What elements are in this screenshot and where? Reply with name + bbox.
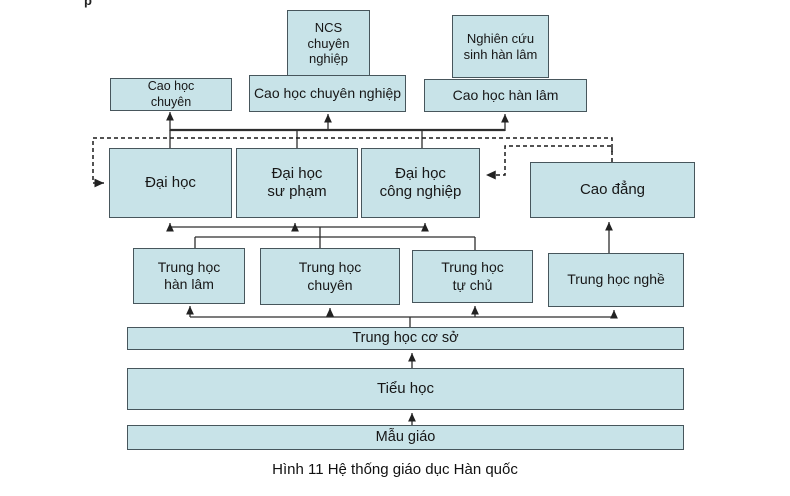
box-dai-hoc-su-pham: Đại học sư phạm: [236, 148, 358, 218]
box-trung-hoc-han-lam: Trung học hàn lâm: [133, 248, 245, 304]
box-label: Cao học chuyên: [147, 79, 195, 109]
box-label: NCS chuyên nghiệp: [307, 19, 350, 67]
box-nghien-cuu-sinh-han-lam: Nghiên cứu sinh hàn lâm: [452, 15, 549, 78]
box-trung-hoc-tu-chu: Trung học tự chủ: [412, 250, 533, 303]
box-label: Cao học chuyên nghiệp: [253, 84, 402, 101]
box-label: Trung học cơ sở: [352, 329, 459, 346]
box-dai-hoc-cong-nghiep: Đại học công nghiệp: [361, 148, 480, 218]
box-label: Trung học hàn lâm: [157, 258, 221, 292]
box-tieu-hoc: Tiểu học: [127, 368, 684, 410]
box-label: Nghiên cứu sinh hàn lâm: [463, 30, 538, 62]
box-label: Cao học hàn lâm: [452, 86, 559, 103]
box-label: Cao đẳng: [579, 180, 646, 198]
box-cao-hoc-chuyen-nghiep: Cao học chuyên nghiệp: [249, 75, 406, 112]
box-dai-hoc: Đại học: [109, 148, 232, 218]
box-label: Trung học tự chủ: [441, 259, 504, 293]
box-label: Đại học công nghiệp: [379, 164, 462, 200]
box-trung-hoc-chuyen: Trung học chuyên: [260, 248, 400, 305]
box-label: Đại học: [145, 173, 196, 191]
box-cao-hoc-han-lam: Cao học hàn lâm: [424, 79, 587, 112]
figure-caption: Hình 11 Hệ thống giáo dục Hàn quốc: [272, 461, 518, 478]
box-cao-hoc-chuyen: Cao học chuyên: [110, 78, 232, 111]
box-label: Mẫu giáo: [375, 428, 436, 445]
box-label: Trung học nghề: [567, 271, 665, 288]
box-label: Trung học chuyên: [298, 259, 362, 293]
box-ncs-chuyen-nghiep: NCS chuyên nghiệp: [287, 10, 370, 77]
box-label: Tiểu học: [377, 379, 434, 397]
box-mau-giao: Mẫu giáo: [127, 425, 684, 450]
box-trung-hoc-nghe: Trung học nghề: [548, 253, 684, 307]
box-label: Đại học sư phạm: [267, 164, 327, 200]
box-cao-dang: Cao đẳng: [530, 162, 695, 218]
stray-clipped-character: p: [84, 0, 92, 8]
box-trung-hoc-co-so: Trung học cơ sở: [127, 327, 684, 350]
